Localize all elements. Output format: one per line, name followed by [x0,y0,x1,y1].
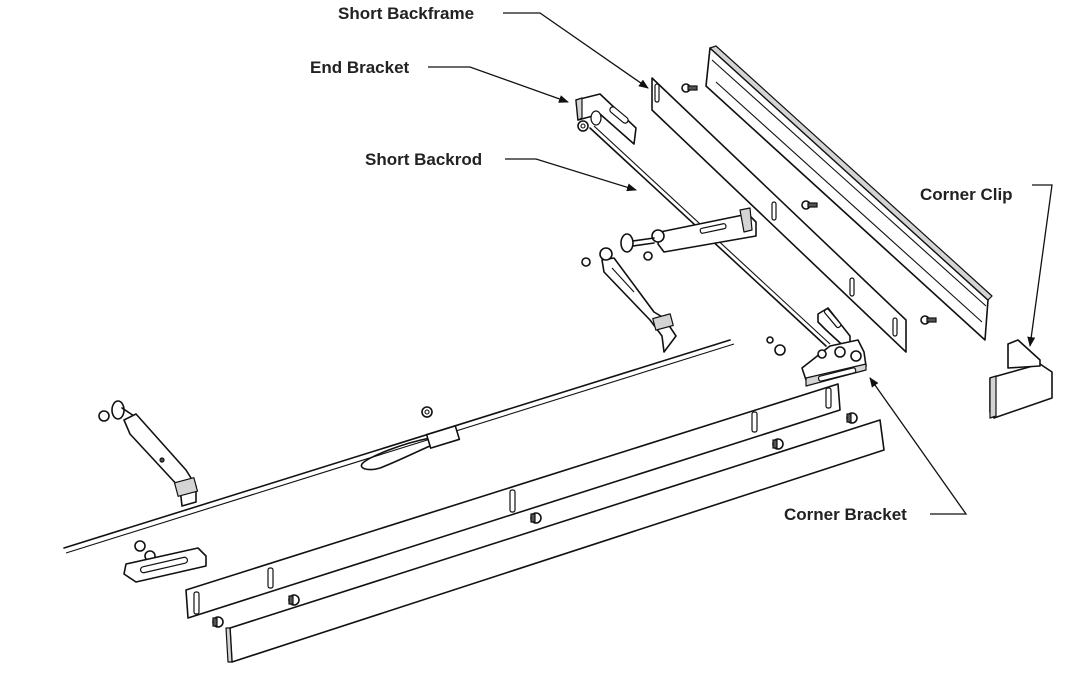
nut [421,406,433,418]
leader-corner-clip [1027,184,1053,347]
front-long-channel [212,412,885,663]
screw [801,200,818,210]
screw [681,83,698,93]
bolt [620,233,655,261]
pin [772,438,784,450]
label-corner-clip: Corner Clip [920,185,1013,204]
leader-corner-bracket [869,377,968,515]
pin [288,594,300,606]
label-short-backframe: Short Backframe [338,4,475,23]
leader-short-backframe [503,12,649,89]
label-corner-bracket: Corner Bracket [784,505,907,524]
bottom-left-bracket [123,540,207,583]
pin [846,412,858,424]
pin [212,616,224,628]
leader-short-backrod [505,158,637,192]
end-bracket-top [575,93,637,145]
screw [920,315,937,325]
mid-bracket-horizontal [651,207,757,253]
leader-end-bracket [428,66,569,103]
long-backrod [63,339,735,554]
label-end-bracket: End Bracket [310,58,410,77]
front-long-frame [185,383,841,619]
mid-bracket-vertical [581,247,677,353]
left-bracket [98,400,199,507]
corner-clip [989,339,1053,419]
short-backframe-plate [651,77,907,353]
pin [530,512,542,524]
label-short-backrod: Short Backrod [365,150,483,169]
corner-bracket [766,307,867,387]
long-backframe-channel [705,45,993,341]
